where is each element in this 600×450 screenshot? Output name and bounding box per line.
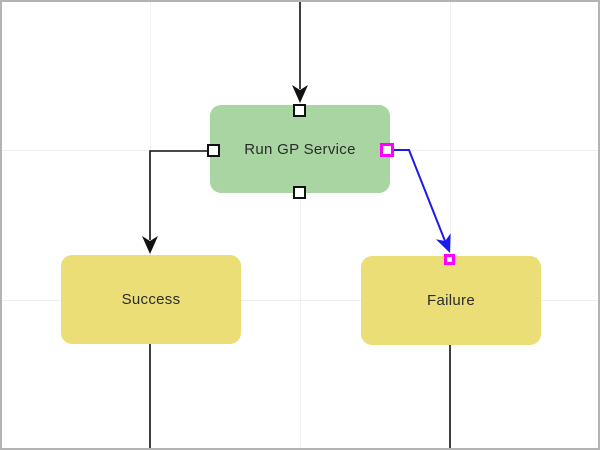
node-label: Success: [121, 291, 181, 308]
node-label: Run GP Service: [244, 140, 356, 158]
arrowhead-to-failure: [435, 233, 451, 253]
connector-to-failure[interactable]: [394, 149, 446, 242]
arrowhead-to-success: [142, 236, 158, 254]
port-run-gp-service-left[interactable]: [207, 144, 220, 157]
node-success[interactable]: Success: [61, 255, 241, 344]
arrowhead-incoming-top: [292, 85, 308, 103]
grid-line-vertical: [450, 2, 451, 448]
grid-line-vertical: [300, 2, 301, 448]
node-failure[interactable]: Failure: [361, 256, 541, 345]
connector-to-success[interactable]: [149, 150, 207, 240]
port-run-gp-service-bottom[interactable]: [293, 186, 306, 199]
port-run-gp-service-right-selected[interactable]: [380, 143, 394, 157]
port-run-gp-service-top[interactable]: [293, 104, 306, 117]
grid-line-horizontal: [2, 300, 598, 301]
node-run-gp-service[interactable]: Run GP Service: [210, 105, 390, 193]
node-label: Failure: [427, 292, 475, 309]
port-failure-top-selected[interactable]: [444, 254, 455, 265]
